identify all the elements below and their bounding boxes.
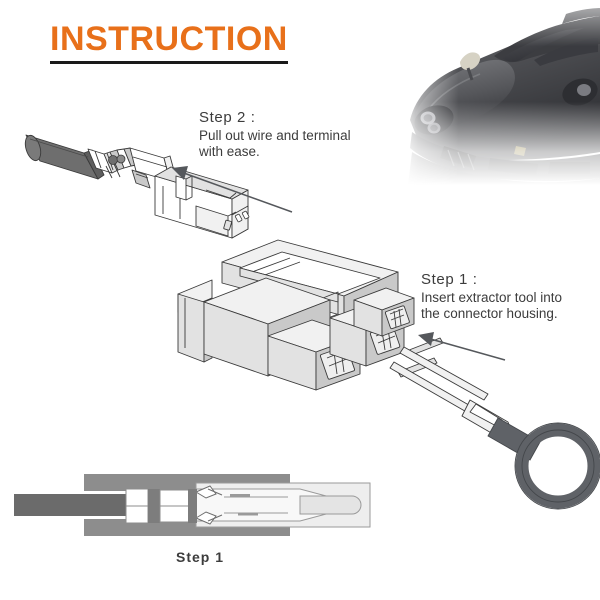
step2-text-block: Step 2 : Pull out wire and terminal with… bbox=[199, 109, 351, 161]
cross-section-crimp-2 bbox=[148, 489, 160, 523]
step1-arrow bbox=[418, 332, 506, 361]
tool-prong-upper bbox=[399, 346, 489, 401]
cross-section-lance-upper bbox=[194, 485, 217, 499]
step2-arrow bbox=[172, 166, 293, 213]
cross-section-mark-lower bbox=[238, 513, 258, 516]
title-underline bbox=[50, 61, 288, 64]
step1-heading: Step 1 : bbox=[421, 271, 478, 288]
connector-housing-diagram bbox=[177, 239, 444, 391]
cross-section-wire bbox=[14, 494, 130, 516]
wire-insulation bbox=[24, 134, 105, 180]
terminal-cross-section-diagram bbox=[14, 474, 371, 536]
step1-line1: Insert extractor tool into bbox=[421, 289, 563, 305]
step2-heading: Step 2 : bbox=[199, 109, 256, 126]
housing-cavity-block-3 bbox=[353, 287, 415, 337]
step2-line1: Pull out wire and terminal bbox=[199, 127, 351, 143]
wire-with-terminal-diagram bbox=[24, 134, 250, 239]
housing-left-face bbox=[177, 293, 205, 363]
page-title-block: INSTRUCTION bbox=[50, 20, 350, 64]
cross-section-terminal-tip bbox=[299, 495, 362, 515]
step2-line2: with ease. bbox=[199, 144, 260, 159]
cross-section-crimp-4 bbox=[188, 489, 197, 523]
extractor-tool-diagram bbox=[389, 346, 600, 510]
page-title: INSTRUCTION bbox=[50, 20, 288, 58]
bottom-diagram-caption: Step 1 bbox=[176, 549, 225, 565]
step1-text-block: Step 1 : Insert extractor tool into the … bbox=[421, 271, 563, 323]
cross-section-mark-upper bbox=[230, 494, 250, 497]
tool-ring-outline-outer bbox=[514, 422, 600, 510]
step1-line2: the connector housing. bbox=[421, 306, 558, 321]
wire-crimp-collars bbox=[87, 147, 137, 179]
cross-section-lance-lower bbox=[194, 511, 217, 525]
tool-ring-outline-inner bbox=[521, 429, 595, 503]
terminal-body bbox=[154, 166, 250, 239]
